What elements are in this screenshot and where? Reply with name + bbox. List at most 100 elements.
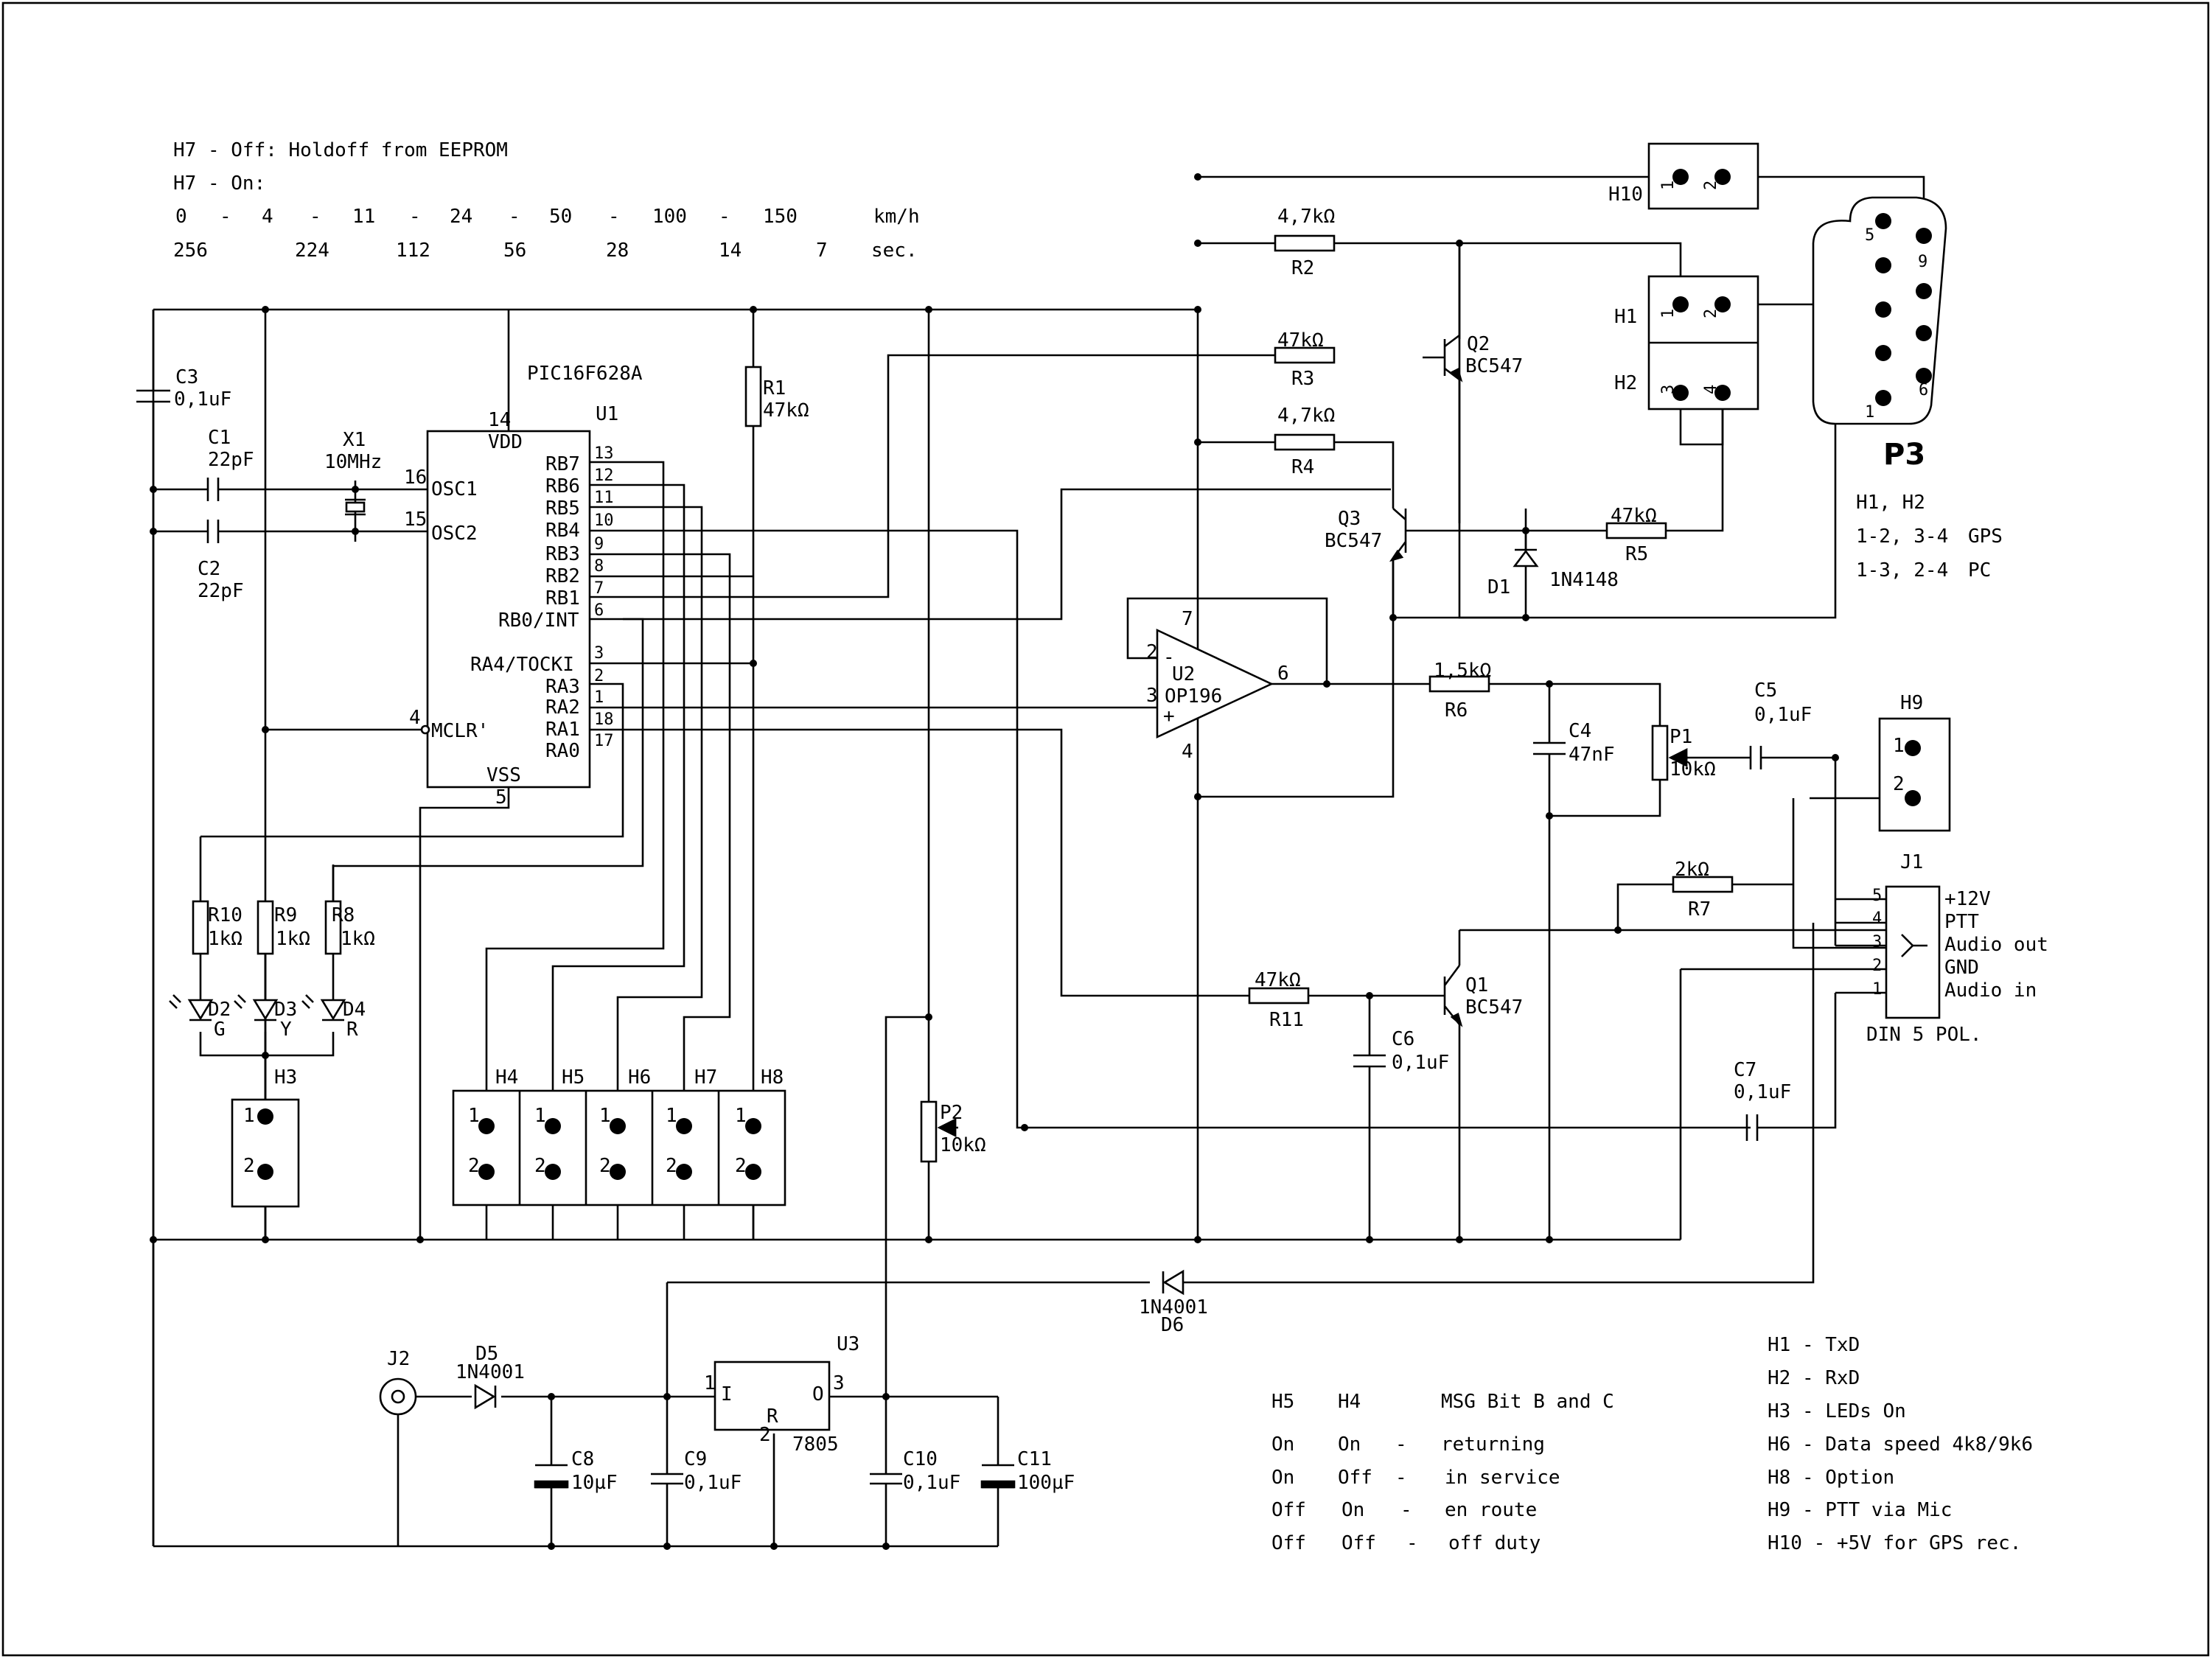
schematic-label: C9 [684, 1448, 707, 1470]
schematic-label: 47kΩ [1611, 505, 1657, 527]
schematic-label: 3 [1872, 933, 1882, 951]
schematic-label: R5 [1625, 543, 1648, 565]
schematic-label: 2 [468, 1155, 480, 1177]
schematic-label: 0,1uF [903, 1472, 960, 1494]
schematic-label: C8 [571, 1448, 594, 1470]
schematic-label: R4 [1291, 456, 1314, 478]
schematic-label: 14 [488, 409, 511, 431]
schematic-label: 0,1uF [174, 388, 231, 411]
schematic-label: 8 [594, 557, 604, 576]
x1-crystal [345, 498, 366, 516]
schematic-label: 2 [1702, 309, 1720, 318]
labels: H7 - Off: Holdoff from EEPROM H7 - On: 0… [173, 139, 2048, 1554]
schematic-label: - [1395, 1433, 1407, 1456]
schematic-label: 0,1uF [1754, 704, 1812, 726]
schematic-label: 2 [1893, 773, 1905, 795]
schematic-label: 1-3, 2-4 [1856, 559, 1948, 581]
schematic-label: 4 [409, 707, 421, 729]
h8-label: H8 [761, 1066, 784, 1089]
h4-h8-header [452, 1089, 786, 1206]
wires [152, 175, 1925, 1548]
schematic-label: H1, H2 [1856, 492, 1925, 514]
schematic-label: - [1395, 1467, 1407, 1489]
schematic-label: 150 [763, 206, 798, 228]
schematic-label: H3 - LEDs On [1768, 1400, 1906, 1422]
led-d4 [301, 994, 346, 1021]
schematic-label: 1N4148 [1549, 569, 1619, 591]
schematic-label: 2 [1872, 957, 1882, 975]
schematic-label: - [310, 206, 321, 228]
schematic-label: 2kΩ [1675, 859, 1709, 881]
schematic-label: - [719, 206, 730, 228]
j1-label: J1 [1900, 851, 1923, 873]
j1-din-body [1885, 885, 1941, 1019]
schematic-label: MSG Bit B and C [1441, 1391, 1614, 1413]
c3-capacitor [136, 389, 170, 403]
schematic-label: 2 [1146, 641, 1158, 663]
schematic-label: 3 [1146, 685, 1158, 707]
schematic-label: C3 [175, 366, 198, 388]
schematic-label: 0 [175, 206, 187, 228]
h9-header [1878, 717, 1951, 832]
schematic-label: OP196 [1165, 685, 1222, 708]
schematic-label: On [1338, 1433, 1361, 1456]
schematic-label: 1 [534, 1105, 546, 1127]
r4-resistor [1274, 433, 1336, 451]
schematic-label: PC [1968, 559, 1991, 581]
schematic-label: R3 [1291, 368, 1314, 390]
schematic-label: Y [280, 1019, 292, 1041]
c1-capacitor [206, 478, 220, 501]
schematic-label: 15 [404, 509, 427, 531]
schematic-label: 2 [243, 1155, 255, 1177]
schematic-label: Q2 [1467, 333, 1490, 355]
schematic-label: 18 [594, 710, 614, 729]
schematic-label: Audio out [1944, 934, 2048, 956]
schematic-label: 12 [594, 467, 614, 485]
c9-capacitor [651, 1473, 683, 1485]
h1-label: H1 [1614, 306, 1637, 328]
schematic-label: R1 [763, 377, 786, 399]
schematic-label: 3 [1659, 385, 1678, 394]
r9-resistor [257, 900, 274, 955]
c5-capacitor [1749, 746, 1762, 769]
schematic-label: 10kΩ [940, 1134, 986, 1156]
schematic-label: GND [1944, 957, 1979, 979]
schematic-label: 1N4001 [456, 1361, 525, 1383]
schematic-label: D1 [1487, 576, 1510, 598]
schematic-label: 22pF [208, 449, 254, 471]
schematic-label: 2 [759, 1424, 771, 1446]
schematic-label: VSS [486, 764, 521, 786]
schematic-label: 1kΩ [341, 928, 375, 950]
p2-potentiometer [920, 1100, 938, 1163]
p3-label: P3 [1883, 438, 1925, 472]
schematic-label: 10µF [571, 1472, 618, 1494]
p1-potentiometer [1651, 724, 1669, 781]
r6-resistor [1428, 675, 1490, 693]
schematic-label: 1 [468, 1105, 480, 1127]
u2-opamp [1156, 628, 1274, 739]
q2-transistor [1423, 334, 1463, 383]
schematic-label: 16 [404, 467, 427, 489]
h9-label: H9 [1900, 692, 1923, 714]
schematic-label: 1 [1893, 735, 1905, 757]
c11-capacitor [980, 1464, 1016, 1489]
schematic-label: Q3 [1338, 508, 1361, 530]
schematic-label: H10 - +5V for GPS rec. [1768, 1532, 2021, 1554]
r10-resistor [192, 900, 209, 955]
pin-dots [150, 169, 1932, 1550]
schematic-label: km/h [873, 206, 920, 228]
h6-label: H6 [628, 1066, 651, 1089]
schematic-label: off duty [1448, 1532, 1541, 1554]
schematic-label: MCLR' [431, 720, 489, 742]
schematic-label: 4 [1182, 741, 1193, 763]
schematic-label: 4,7kΩ [1277, 405, 1335, 427]
schematic-label: 2 [534, 1155, 546, 1177]
schematic-label: 0,1uF [1734, 1081, 1791, 1103]
r3-resistor [1274, 346, 1336, 364]
schematic-label: RA4/TOCKI [470, 654, 574, 676]
schematic-label: R2 [1291, 257, 1314, 279]
schematic-label: H8 - Option [1768, 1467, 1894, 1489]
schematic-label: 7 [816, 240, 828, 262]
